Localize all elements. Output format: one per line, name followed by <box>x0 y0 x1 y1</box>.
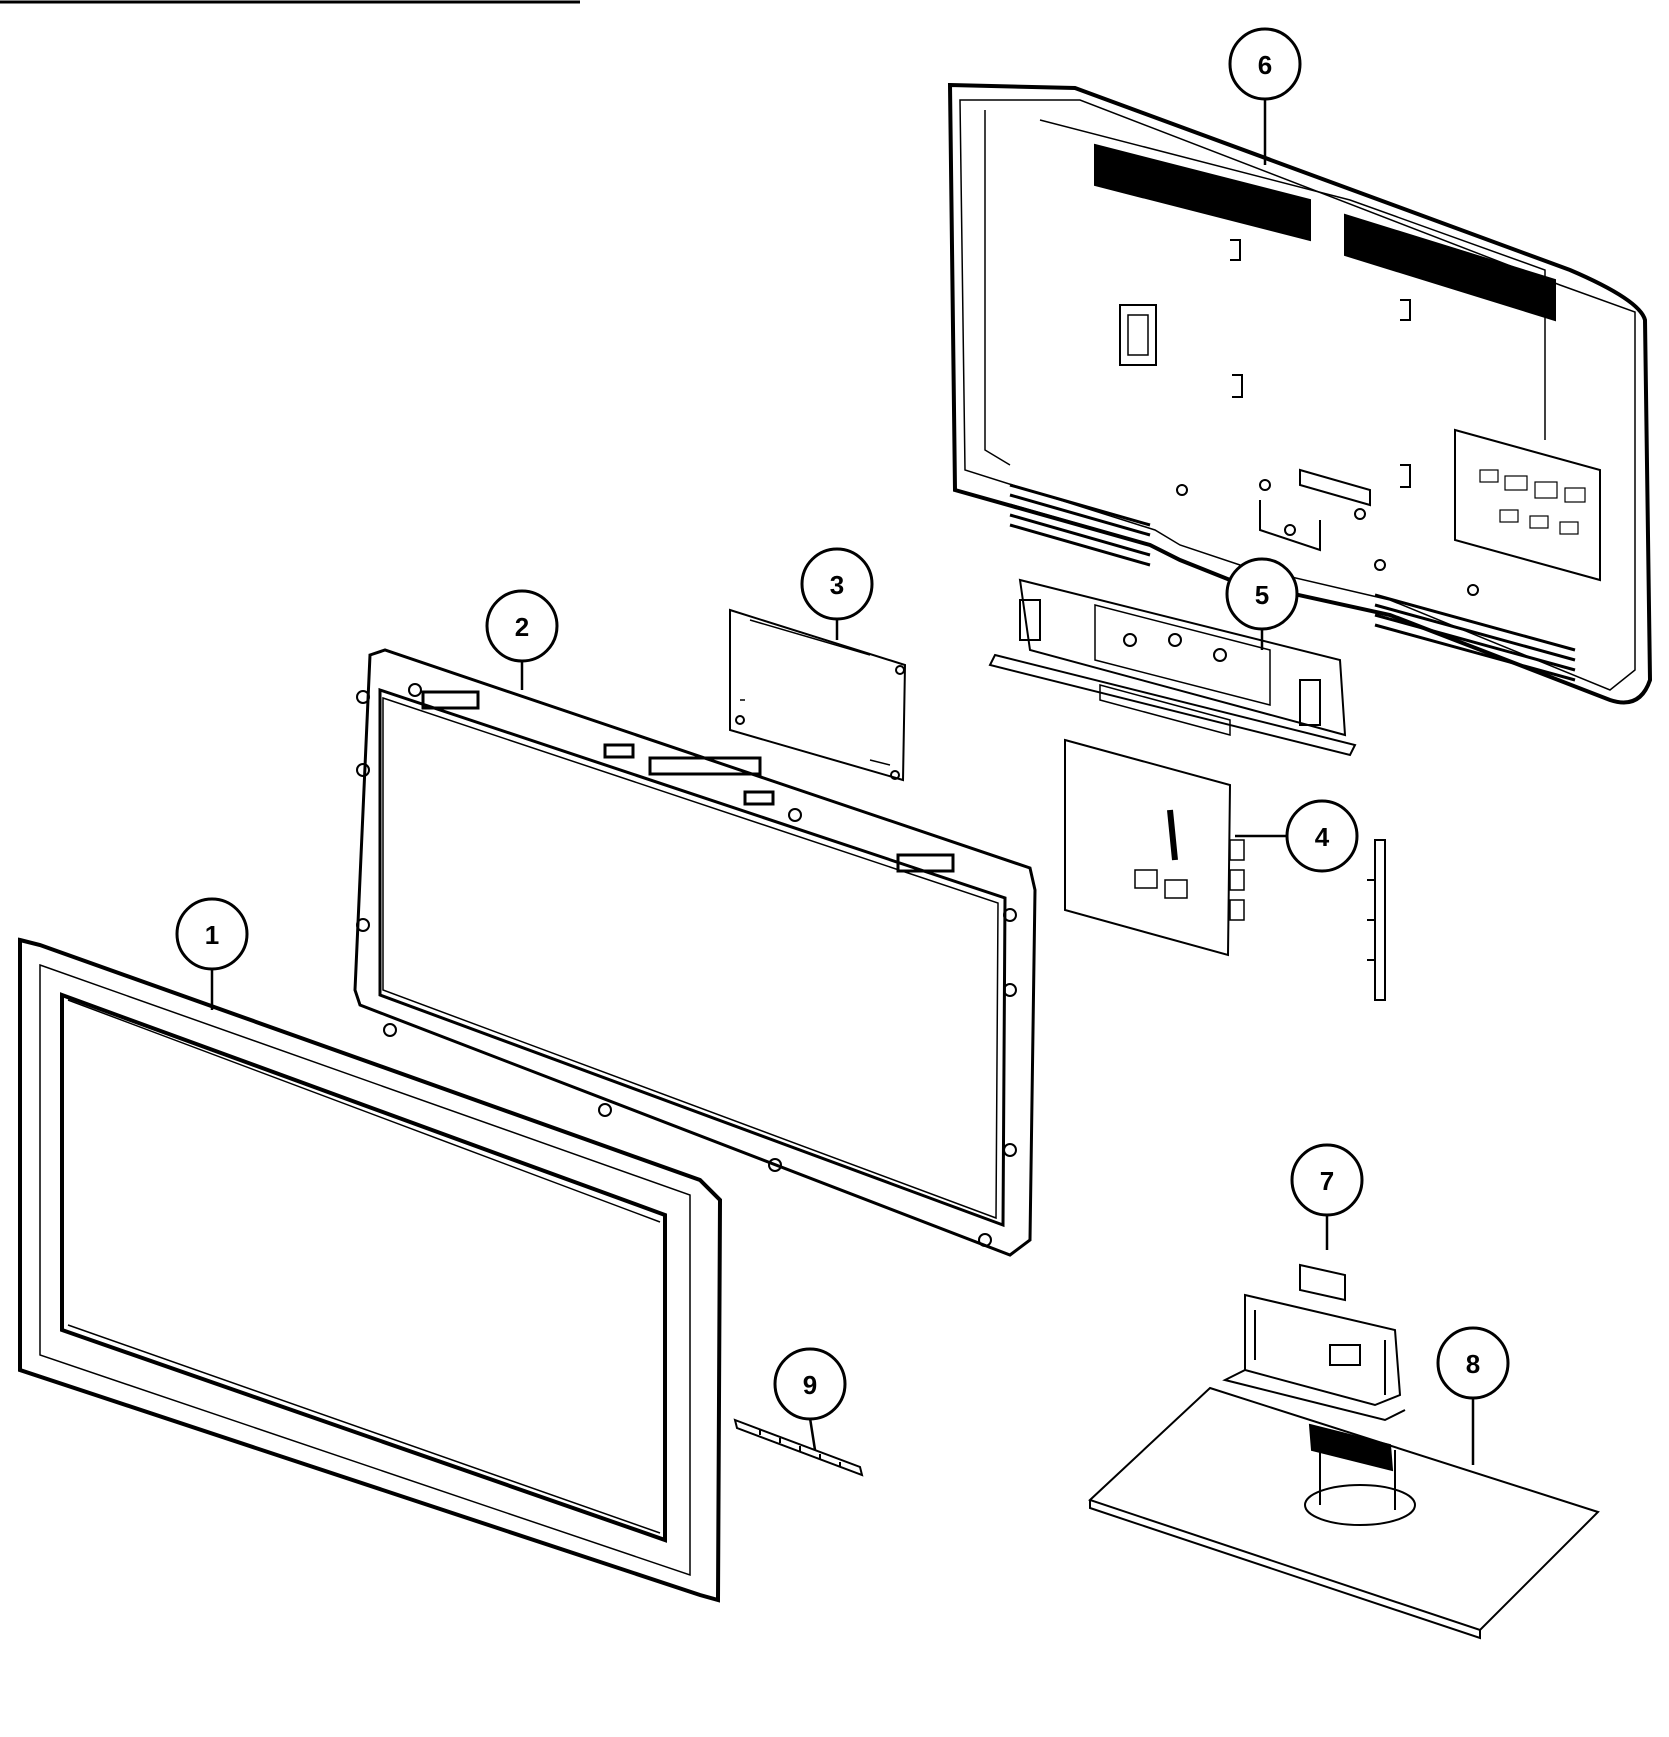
callout-3: 3 <box>800 547 874 621</box>
circuit-board-drawing <box>729 608 907 782</box>
callouts: 6 5 4 3 2 1 9 7 <box>175 27 1510 1421</box>
svg-text:8: 8 <box>1466 1349 1480 1379</box>
svg-text:3: 3 <box>830 570 844 600</box>
rear-cover-drawing <box>947 82 1653 705</box>
button-strip-drawing <box>733 1418 864 1477</box>
panel-frame-drawing <box>353 648 1037 1257</box>
svg-text:6: 6 <box>1258 50 1272 80</box>
callout-4: 4 <box>1285 799 1359 873</box>
svg-text:4: 4 <box>1315 822 1330 852</box>
callout-2: 2 <box>485 589 559 663</box>
callout-6: 6 <box>1228 27 1302 101</box>
svg-text:2: 2 <box>515 612 529 642</box>
callout-8: 8 <box>1436 1326 1510 1400</box>
svg-text:1: 1 <box>205 920 219 950</box>
stand-neck-drawing <box>1222 1263 1406 1422</box>
bracket-drawing <box>988 578 1357 757</box>
leader-lines <box>210 96 1475 1465</box>
svg-text:7: 7 <box>1320 1166 1334 1196</box>
callout-1: 1 <box>175 897 249 971</box>
stand-base-drawing <box>1088 1386 1600 1640</box>
svg-text:9: 9 <box>803 1370 817 1400</box>
svg-text:5: 5 <box>1255 580 1269 610</box>
main-board-drawing <box>1064 738 1386 1001</box>
callout-5: 5 <box>1225 557 1299 631</box>
callout-9: 9 <box>773 1347 847 1421</box>
front-bezel-drawing <box>18 937 723 1603</box>
callout-7: 7 <box>1290 1143 1364 1217</box>
